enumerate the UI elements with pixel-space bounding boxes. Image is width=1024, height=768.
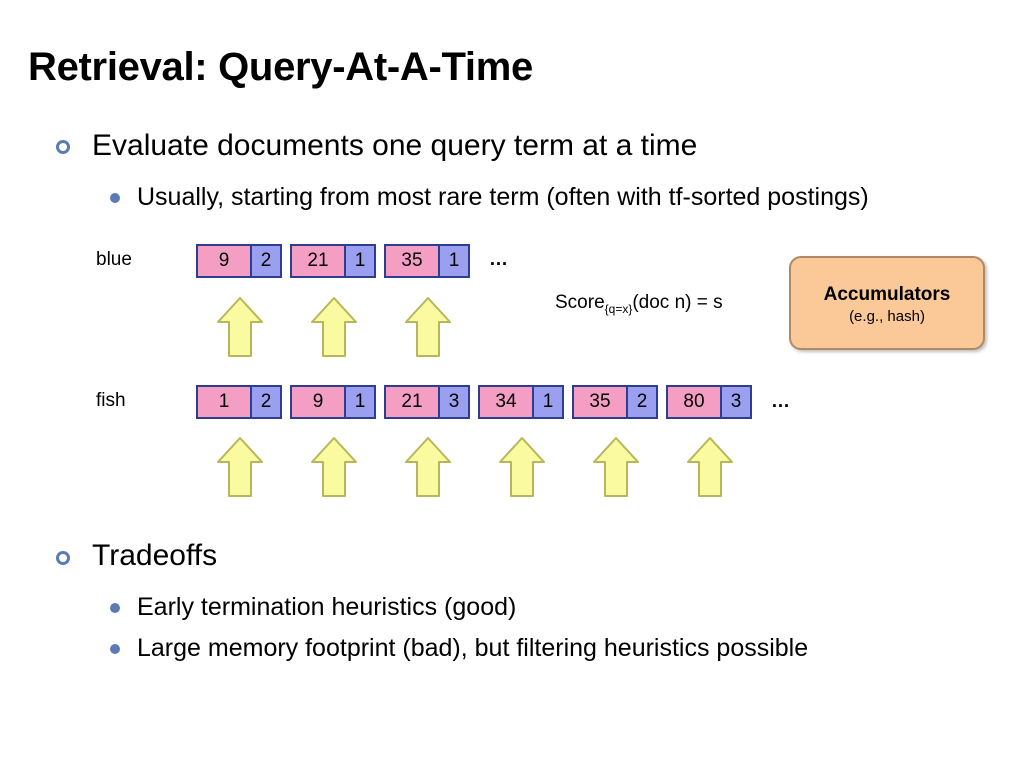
up-arrow-icon [217, 297, 263, 357]
score-formula: Score{q=x}(doc n) = s [555, 292, 723, 316]
accumulators-title: Accumulators [823, 284, 951, 305]
posting-doc-id: 9 [198, 246, 250, 276]
term-label-blue: blue [96, 249, 132, 270]
posting-term-frequency: 1 [438, 246, 468, 276]
score-subscript: {q=x} [604, 301, 633, 316]
posting-doc-id: 35 [386, 246, 438, 276]
sub-bullet-text: Usually, starting from most rare term (o… [137, 183, 869, 211]
bullet-text: Evaluate documents one query term at a t… [92, 129, 698, 162]
bullet-circle-icon [56, 551, 70, 565]
posting-term-frequency: 2 [250, 246, 280, 276]
up-arrow-icon [405, 437, 451, 497]
posting-doc-id: 35 [574, 387, 626, 417]
bullet-dot-icon [110, 603, 120, 613]
up-arrow-icon [405, 297, 451, 357]
accumulators-box: Accumulators (e.g., hash) [789, 256, 985, 350]
postings-ellipsis: … [771, 391, 790, 412]
posting-term-frequency: 1 [532, 387, 562, 417]
sub-bullet-text: Early termination heuristics (good) [137, 593, 517, 621]
term-label-fish: fish [96, 390, 126, 411]
postings-ellipsis: … [489, 249, 508, 270]
up-arrow-icon [687, 437, 733, 497]
sub-bullet-text: Large memory footprint (bad), but filter… [137, 634, 809, 662]
posting-term-frequency: 3 [438, 387, 468, 417]
up-arrow-icon [311, 437, 357, 497]
accumulators-subtitle: (e.g., hash) [849, 308, 925, 325]
posting-doc-id: 21 [386, 387, 438, 417]
bullet-dot-icon [110, 193, 120, 203]
posting-doc-id: 80 [668, 387, 720, 417]
posting-doc-id: 21 [292, 246, 344, 276]
slide-title: Retrieval: Query-At-A-Time [28, 45, 533, 89]
posting-doc-id: 9 [292, 387, 344, 417]
up-arrow-icon [499, 437, 545, 497]
up-arrow-icon [311, 297, 357, 357]
posting-term-frequency: 3 [720, 387, 750, 417]
score-prefix: Score [555, 292, 605, 313]
posting-term-frequency: 2 [626, 387, 656, 417]
posting-term-frequency: 1 [344, 387, 374, 417]
up-arrow-icon [217, 437, 263, 497]
bullet-circle-icon [56, 140, 70, 154]
posting-term-frequency: 2 [250, 387, 280, 417]
score-suffix: (doc n) = s [632, 292, 723, 313]
bullet-text: Tradeoffs [92, 539, 218, 572]
bullet-dot-icon [110, 644, 120, 654]
posting-doc-id: 34 [480, 387, 532, 417]
posting-term-frequency: 1 [344, 246, 374, 276]
up-arrow-icon [593, 437, 639, 497]
posting-doc-id: 1 [198, 387, 250, 417]
